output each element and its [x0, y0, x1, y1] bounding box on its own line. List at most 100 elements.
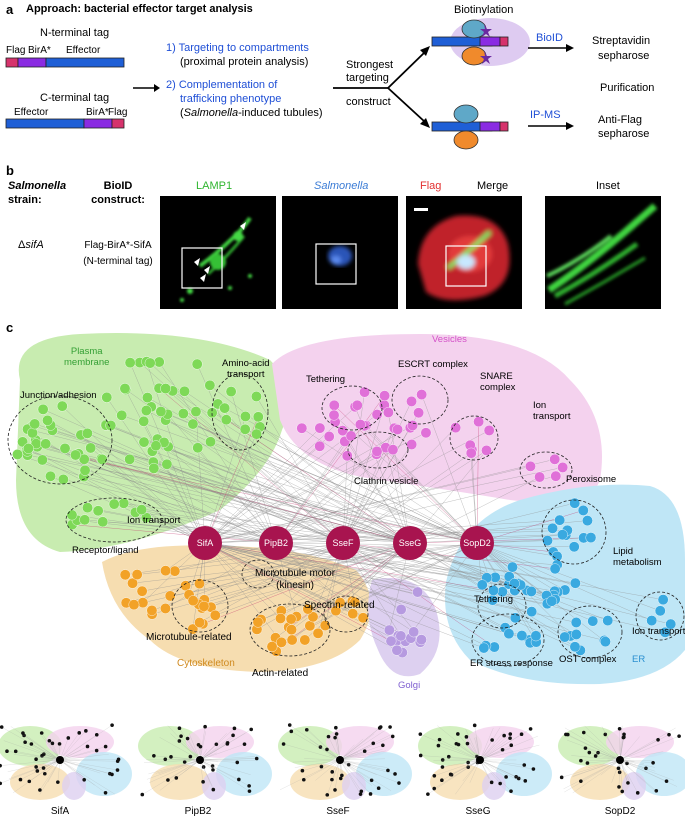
effector-hub-ssef [326, 526, 360, 560]
mini-map-pipb2 [138, 724, 272, 800]
construct-value: Flag-BirA*-SifA [84, 240, 152, 251]
interaction-edge [342, 405, 385, 544]
construct-diagram [5, 18, 574, 150]
interaction-edge [476, 542, 652, 621]
protein-node [42, 414, 53, 426]
protein-node [85, 442, 97, 454]
golgi-region [368, 578, 440, 677]
protein-node [483, 425, 495, 436]
protein-node [119, 383, 131, 394]
peroxisome-label: Peroxisome [566, 474, 617, 485]
protein-node [546, 595, 558, 607]
protein-node [225, 386, 237, 397]
protein-node [160, 603, 171, 614]
interaction-edge [129, 459, 344, 544]
interaction-edge [47, 420, 277, 544]
channel-label-flag: Flag [420, 180, 442, 192]
step2-text: 2) Complementation of [166, 79, 278, 91]
er-stress-label: ER stress response [470, 658, 553, 669]
protein-node [79, 464, 91, 476]
interaction-edge [275, 430, 490, 544]
interaction-edge [204, 434, 257, 544]
interaction-edge [28, 448, 206, 544]
cluster-ion-transport-er [635, 591, 685, 641]
protein-node [341, 450, 353, 462]
strain-value: ΔsifA [18, 239, 44, 251]
interaction-edge [153, 461, 277, 544]
protein-node [187, 595, 199, 607]
interaction-edge [275, 542, 402, 610]
protein-node [659, 626, 671, 638]
panel-b-letter: b [6, 163, 14, 178]
arrowhead-icon [200, 274, 206, 282]
protein-node [391, 644, 403, 656]
interaction-network [7, 333, 685, 685]
interaction-edge [204, 542, 418, 593]
protein-node [657, 594, 669, 606]
protein-node [276, 636, 287, 648]
protein-node [160, 565, 171, 577]
interaction-edge [50, 425, 344, 544]
step2-sub-text: (Salmonella-induced tubules) [180, 107, 323, 119]
protein-node [412, 586, 423, 598]
interaction-edge [199, 542, 344, 623]
interaction-edge [166, 464, 344, 544]
protein-node [192, 442, 204, 454]
interaction-edge [476, 421, 479, 544]
c-flag-label: Flag [108, 107, 128, 118]
ion-transport-pm-label: Ion transport [127, 515, 181, 526]
interaction-edge [80, 434, 206, 544]
protein-node [319, 620, 331, 631]
protein-node [570, 629, 582, 640]
interaction-edge [342, 542, 422, 640]
escrt-label: ESCRT complex [398, 359, 468, 370]
protein-node [285, 613, 297, 625]
effector-hub-sifa [188, 526, 222, 560]
protein-node [136, 504, 148, 516]
protein-node [568, 541, 580, 553]
interaction-edge [160, 411, 478, 544]
protein-node [407, 420, 418, 431]
protein-node [140, 405, 152, 416]
tethering-v-label: Tethering [306, 374, 346, 385]
interaction-edge [275, 449, 394, 544]
interaction-edge [87, 433, 344, 544]
interaction-edge [159, 361, 277, 544]
protein-node [406, 395, 417, 407]
protein-node [547, 522, 558, 534]
biotin-star-icon [480, 51, 492, 64]
mt-related-label: Microtubule-related [146, 632, 232, 643]
protein-node [420, 427, 432, 439]
protein-node [347, 608, 359, 620]
interaction-edge [409, 450, 487, 544]
protein-node [56, 400, 68, 412]
protein-node [92, 505, 104, 517]
protein-node [507, 561, 518, 573]
protein-node [286, 624, 297, 636]
panel-a-title: Approach: bacterial effector target anal… [26, 3, 253, 15]
protein-node [97, 516, 109, 528]
protein-node [251, 391, 262, 402]
interaction-edge [421, 394, 478, 544]
protein-node [79, 514, 91, 526]
protein-node [219, 402, 231, 414]
protein-node [314, 422, 326, 434]
antiflag-label-1: Anti-Flag [598, 114, 643, 126]
n-bira-label: BirA* [28, 45, 51, 56]
protein-node [557, 461, 569, 473]
protein-node [549, 563, 561, 575]
protein-node [66, 509, 78, 521]
protein-node [138, 415, 150, 427]
interaction-edge [226, 419, 411, 544]
protein-node [371, 409, 383, 420]
interaction-edge [230, 391, 277, 544]
interaction-edge [342, 392, 365, 544]
protein-node [314, 440, 326, 452]
interaction-edge [215, 542, 411, 616]
tethering-er-label: Tethering [474, 594, 514, 605]
cluster-er-stress [471, 613, 545, 667]
interaction-edge [275, 451, 378, 544]
interaction-edge [201, 542, 478, 609]
cluster-spectrin [323, 595, 369, 633]
cluster-amino-acid [211, 373, 269, 451]
